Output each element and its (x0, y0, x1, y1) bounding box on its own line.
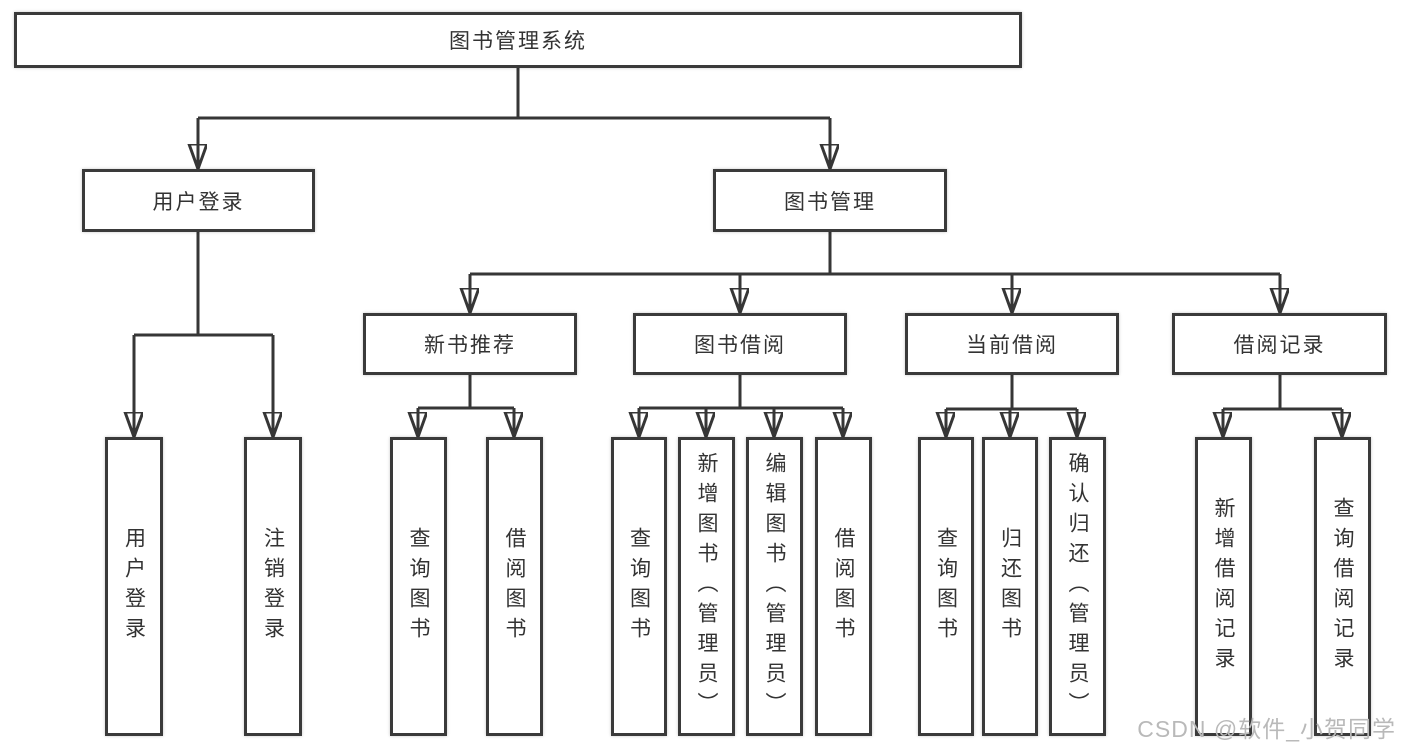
leaf-user-login: 用户登录 (105, 437, 163, 736)
leaf-edit-book-admin: 编辑图书（管理员） (746, 437, 803, 736)
leaf-confirm-return-admin: 确认归还（管理员） (1049, 437, 1106, 736)
connector-userlogin-split (134, 232, 273, 337)
connector-currentborrow-split (946, 375, 1077, 411)
node-current-borrowing: 当前借阅 (905, 313, 1119, 375)
csdn-watermark: CSDN @软件_小贺同学 (1137, 716, 1396, 742)
leaf-add-borrow-record: 新增借阅记录 (1195, 437, 1252, 736)
connector-root-split (198, 68, 830, 120)
leaf-borrow-books-1: 借阅图书 (486, 437, 543, 736)
node-user-login: 用户登录 (82, 169, 315, 232)
leaf-return-book: 归还图书 (982, 437, 1038, 736)
connector-bookmgmt-split (470, 232, 1280, 276)
connector-newbook-split (418, 375, 514, 410)
leaf-borrow-books-2: 借阅图书 (815, 437, 872, 736)
leaf-logout: 注销登录 (244, 437, 302, 736)
leaf-query-books-1: 查询图书 (390, 437, 447, 736)
node-library-system: 图书管理系统 (14, 12, 1022, 68)
leaf-add-book-admin: 新增图书（管理员） (678, 437, 735, 736)
connector-bookborrow-split (639, 375, 843, 410)
leaf-query-borrow-record: 查询借阅记录 (1314, 437, 1371, 736)
node-book-borrowing: 图书借阅 (633, 313, 847, 375)
leaf-query-books-2: 查询图书 (611, 437, 667, 736)
leaf-query-books-3: 查询图书 (918, 437, 974, 736)
node-borrowing-records: 借阅记录 (1172, 313, 1387, 375)
node-book-management: 图书管理 (713, 169, 947, 232)
connector-borrowrecords-split (1223, 375, 1342, 411)
node-new-book-recommendation: 新书推荐 (363, 313, 577, 375)
